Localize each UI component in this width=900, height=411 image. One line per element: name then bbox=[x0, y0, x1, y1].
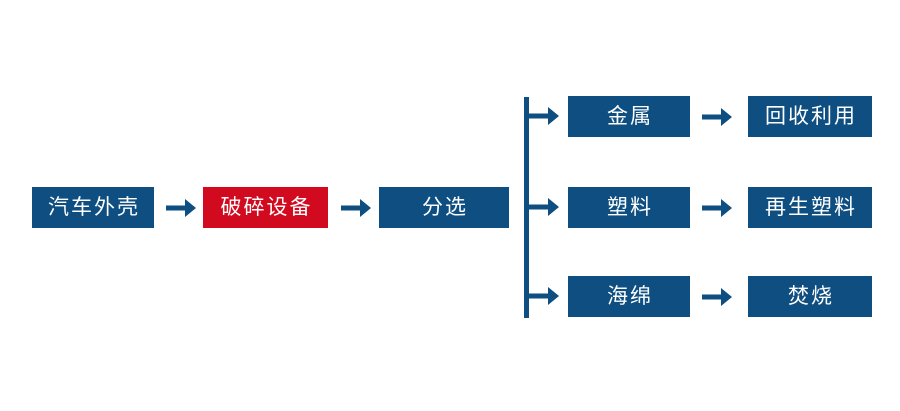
arrow-right-icon-branch-1 bbox=[700, 100, 734, 133]
node-outcome-recycled-plastic[interactable]: 再生塑料 bbox=[748, 187, 872, 228]
arrow-right-icon-chain-1 bbox=[164, 191, 198, 224]
node-sorting[interactable]: 分选 bbox=[379, 187, 509, 228]
branch-bus-line bbox=[524, 97, 529, 318]
arrow-right-icon-branch-2 bbox=[700, 191, 734, 224]
node-outcome-incineration[interactable]: 焚烧 bbox=[748, 276, 872, 317]
branch-arrow-icon-3 bbox=[529, 285, 559, 307]
arrow-right-icon-chain-2 bbox=[339, 191, 373, 224]
node-car-shell[interactable]: 汽车外壳 bbox=[32, 187, 154, 228]
branch-arrow-icon-1 bbox=[529, 105, 559, 127]
branch-arrow-icon-2 bbox=[529, 196, 559, 218]
node-material-plastic[interactable]: 塑料 bbox=[568, 187, 690, 228]
arrow-right-icon-branch-3 bbox=[700, 280, 734, 313]
node-material-metal[interactable]: 金属 bbox=[568, 96, 690, 137]
node-outcome-recycle-reuse[interactable]: 回收利用 bbox=[748, 96, 872, 137]
node-shredding-equipment[interactable]: 破碎设备 bbox=[203, 187, 328, 228]
node-material-sponge[interactable]: 海绵 bbox=[568, 276, 690, 317]
